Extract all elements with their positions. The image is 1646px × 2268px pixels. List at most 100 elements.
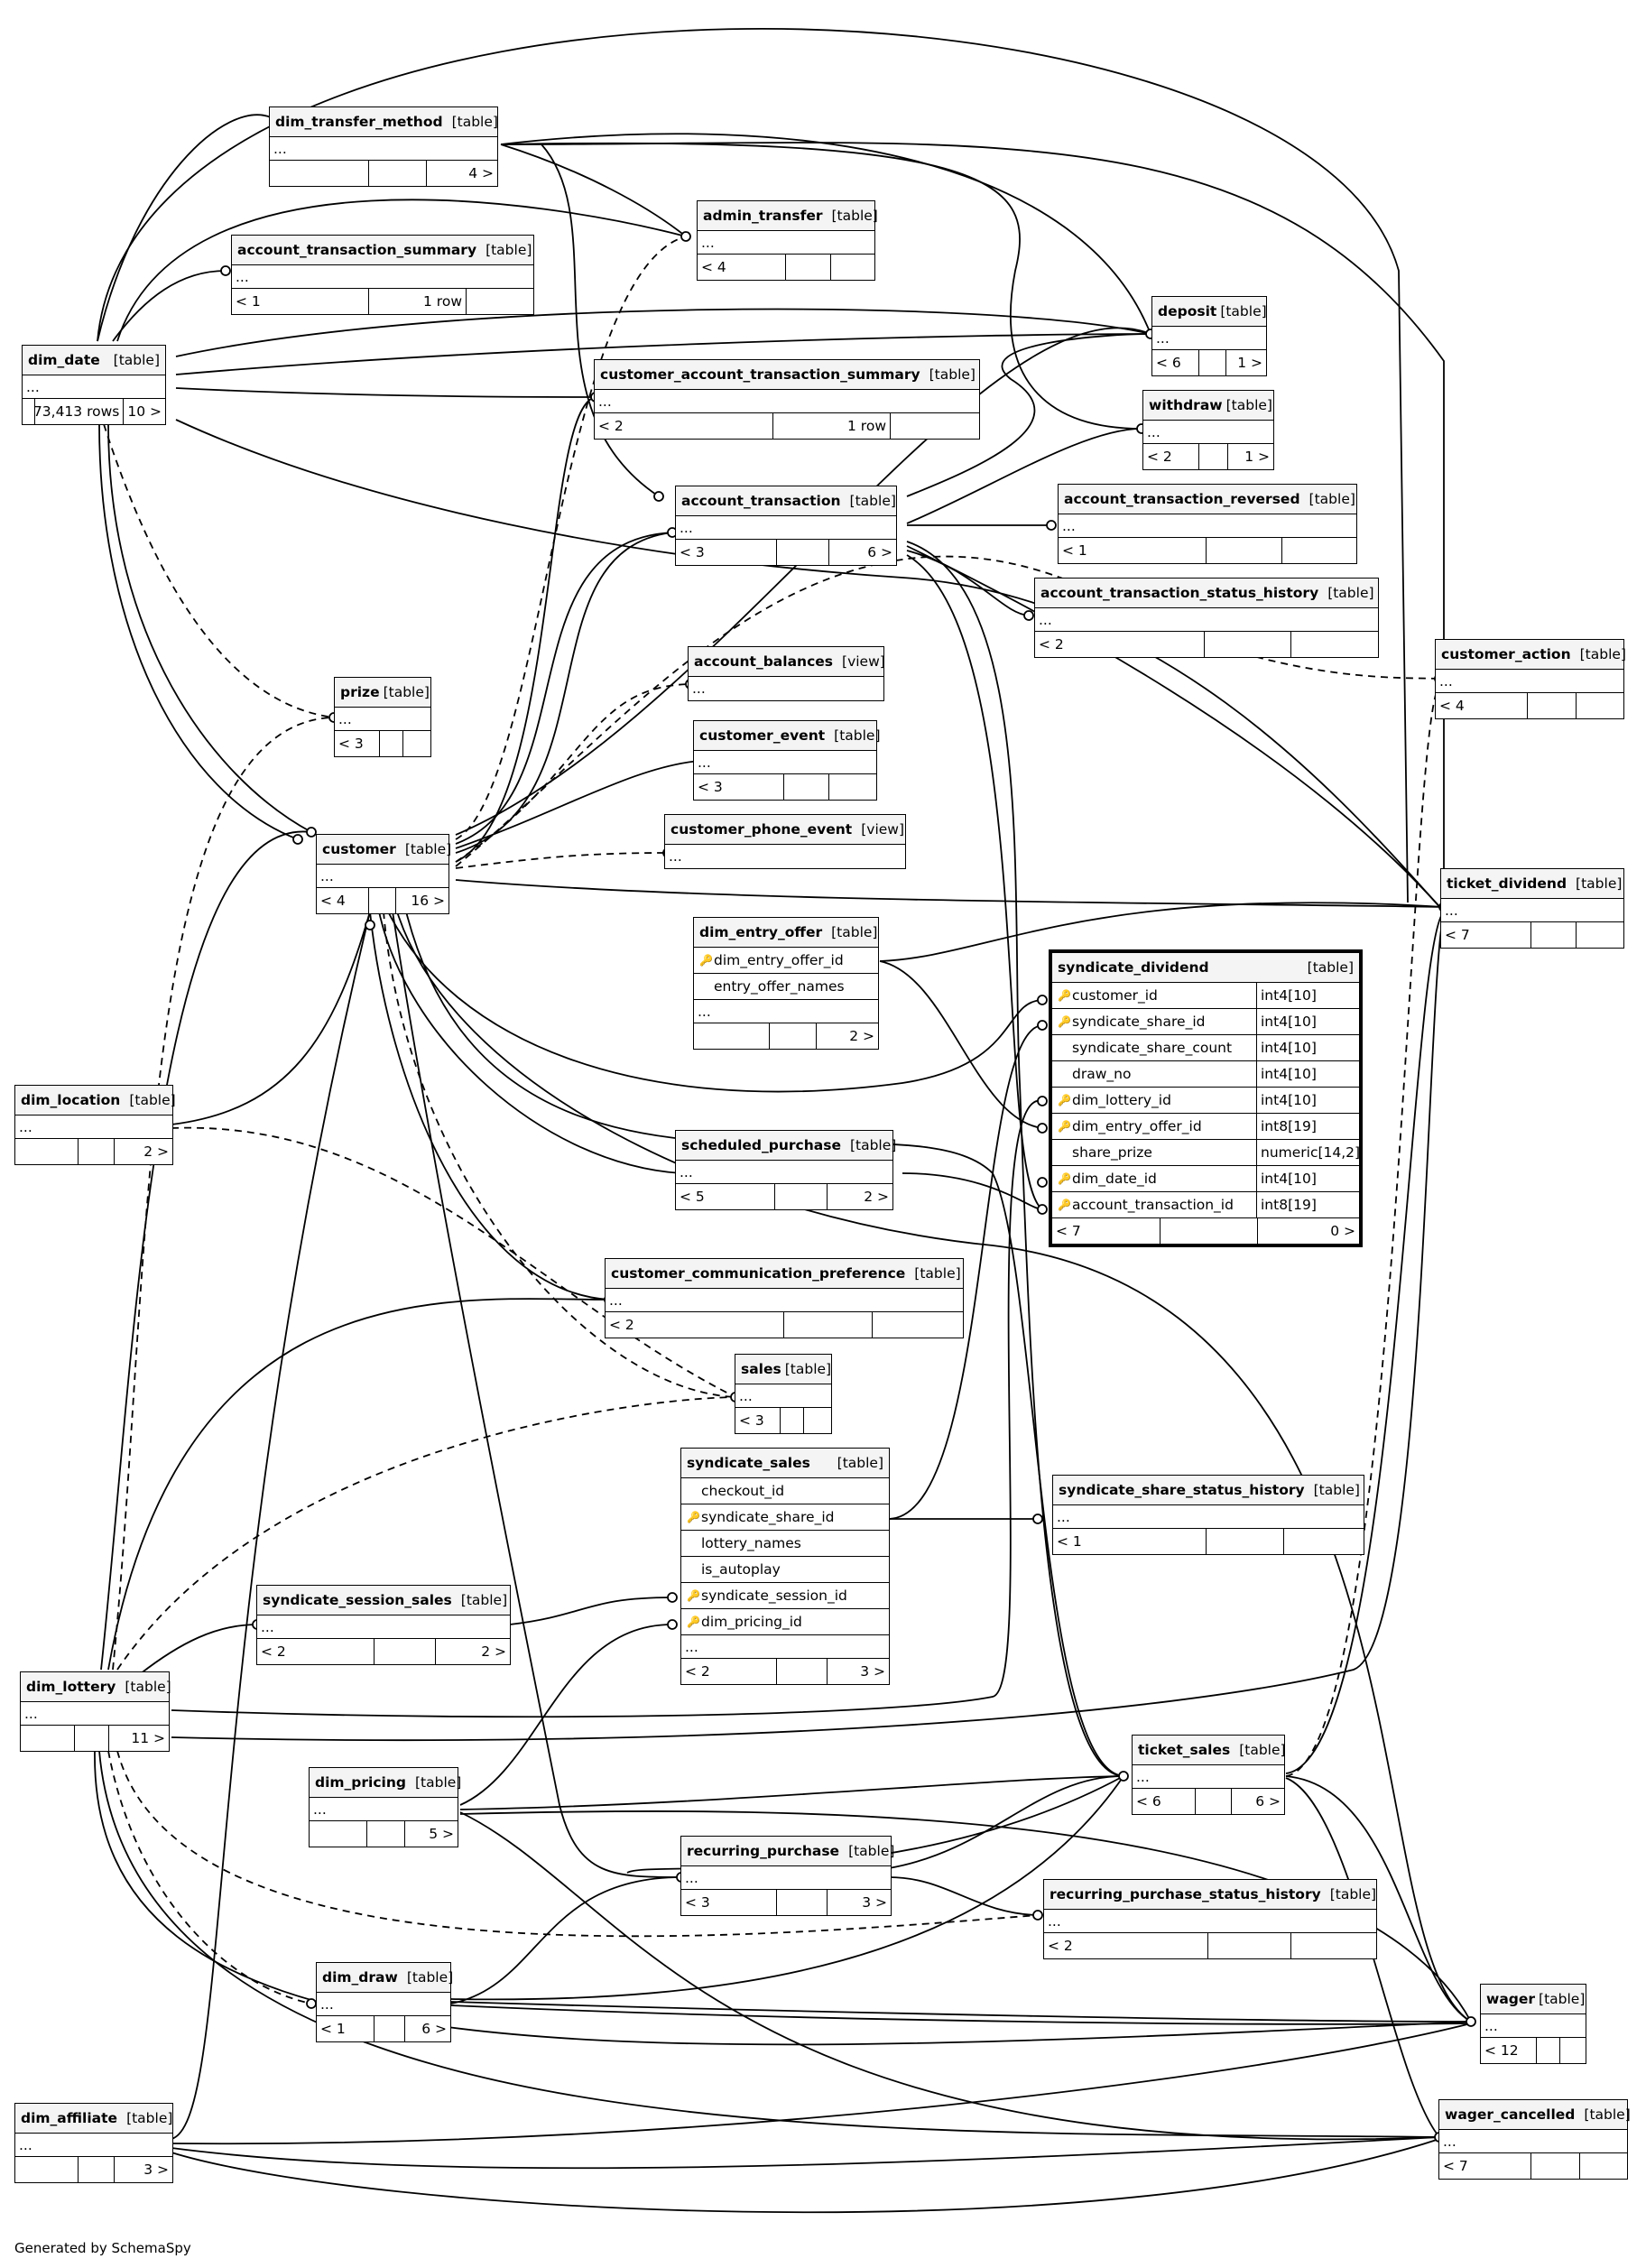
parent-count [310,1821,367,1847]
table-kind: [view] [861,821,905,838]
child-count [873,1312,963,1338]
columns-ellipsis: ... [692,680,706,697]
table-ticket_dividend[interactable]: ticket_dividend[table] ... < 7 [1440,868,1624,949]
foreign-key-icon: 🔑 [687,1615,700,1628]
column-name: dim_entry_offer_id [714,952,844,968]
table-name: customer [322,841,396,857]
row-count [775,1184,828,1209]
table-admin_transfer[interactable]: admin_transfer[table] ... < 4 [697,200,878,281]
parent-count: < 3 [676,540,777,565]
table-customer_account_transaction_summary[interactable]: customer_account_transaction_summary[tab… [594,359,980,440]
table-dim_pricing[interactable]: dim_pricing[table] ... 5 > [309,1767,462,1847]
table-account_transaction_summary[interactable]: account_transaction_summary[table] ... <… [231,235,534,315]
child-count [829,774,876,800]
table-dim_affiliate[interactable]: dim_affiliate[table] ... 3 > [14,2103,173,2183]
edge-dlot-prize [112,717,335,1671]
table-header: customer[table] [317,835,451,865]
table-dim_lottery[interactable]: dim_lottery[table] ... 11 > [20,1671,171,1752]
table-recurring_purchase_status_history[interactable]: recurring_purchase_status_history[table]… [1043,1879,1377,1959]
parent-count: < 4 [698,255,786,280]
child-count [1577,922,1623,948]
edge-cust-account_transaction [455,532,673,845]
table-customer_communication_preference[interactable]: customer_communication_preference[table]… [605,1258,964,1338]
table-prize[interactable]: prize[table] ... < 3 [334,677,431,757]
table-dim_transfer_method[interactable]: dim_transfer_method[table] ... 4 > [269,106,498,187]
table-header: sales[table] [735,1355,831,1384]
table-wager_cancelled[interactable]: wager_cancelled[table] ... < 7 [1438,2099,1631,2180]
edge-cust-phone_event [455,852,669,869]
parent-count [15,2157,79,2182]
table-customer_action[interactable]: customer_action[table] ... < 4 [1435,639,1626,719]
table-kind: [table] [1225,397,1272,413]
parent-count: < 2 [681,1659,777,1684]
edge-cust-syndicate_dividend [387,911,1043,1093]
table-kind: [table] [1579,646,1626,662]
columns-ellipsis: ... [676,516,896,540]
table-dim_entry_offer[interactable]: dim_entry_offer[table] 🔑dim_entry_offer_… [693,917,879,1050]
table-name: dim_entry_offer [699,924,823,940]
table-syndicate_sales[interactable]: syndicate_sales[table] checkout_id 🔑synd… [680,1448,890,1685]
table-kind: [view] [842,653,885,670]
table-kind: [table] [784,1361,832,1377]
table-footer: < 4 [1436,693,1623,718]
table-name: dim_location [21,1092,121,1108]
table-footer: 2 > [15,1139,172,1164]
table-customer_phone_event[interactable]: customer_phone_event[view] ... [664,814,906,869]
table-wager[interactable]: wager[table] ... < 12 [1480,1984,1586,2064]
column-row: entry_offer_names [694,974,878,1000]
child-count: 2 > [143,1143,169,1160]
row-count [786,255,831,280]
parent-count: < 6 [1152,350,1199,375]
table-name: account_balances [694,653,834,670]
columns-ellipsis: ... [257,1615,510,1639]
table-kind: [table] [451,114,498,130]
row-count [1531,922,1577,948]
column-type: int4[10] [1256,1035,1355,1060]
edge-dlot-ticket_dividend [171,911,1445,1742]
table-header: dim_pricing[table] [310,1768,462,1798]
column-name: is_autoplay [701,1561,781,1578]
table-account_transaction_status_history[interactable]: account_transaction_status_history[table… [1034,578,1379,658]
table-kind: [table] [415,1774,462,1791]
column-name: checkout_id [701,1483,785,1499]
column-type: int4[10] [1256,1166,1355,1191]
table-syndicate_share_status_history[interactable]: syndicate_share_status_history[table] ..… [1052,1475,1364,1555]
table-account_balances[interactable]: account_balances [view] ... [688,646,885,701]
table-footer: 4 > [270,161,497,186]
table-footer: < 7 [1439,2153,1627,2179]
table-sales[interactable]: sales[table] ... < 3 [735,1354,832,1434]
table-header: withdraw[table] [1143,391,1273,421]
table-header: syndicate_session_sales[table] [257,1586,510,1615]
edge-dim_date-admin_transfer [116,199,687,342]
table-account_transaction_reversed[interactable]: account_transaction_reversed[table] ... … [1058,484,1357,564]
edge-dim_date-account_transaction_summary [112,270,227,342]
table-customer_event[interactable]: customer_event[table] ... < 3 [693,720,881,801]
parent-count: < 3 [335,731,380,756]
child-count: 1 > [1237,355,1262,371]
columns-ellipsis: ... [1152,327,1266,350]
edge-dim_date-customer2 [107,423,312,833]
edge-dtm-withdraw [500,142,1142,430]
row-count [1196,1789,1232,1814]
parent-count: < 3 [681,1890,777,1915]
child-count [891,413,979,439]
row-count [1528,693,1577,718]
table-dim_location[interactable]: dim_location[table] ... 2 > [14,1085,176,1165]
foreign-key-icon: 🔑 [1058,1094,1071,1106]
edge-draw-rp [450,1876,682,2004]
